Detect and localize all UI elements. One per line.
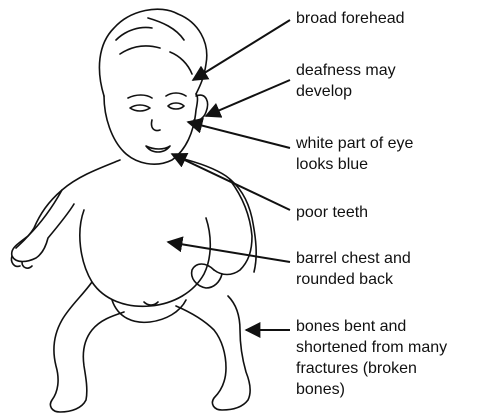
label-line: bones): [296, 379, 447, 400]
left-arm: [12, 190, 74, 262]
arrow-eye: [188, 122, 290, 148]
label-line: develop: [296, 81, 396, 102]
left-eye: [130, 105, 150, 111]
label-line: barrel chest and: [296, 248, 411, 269]
label-teeth: poor teeth: [296, 202, 368, 223]
label-line: rounded back: [296, 269, 411, 290]
label-forehead: broad forehead: [296, 8, 405, 29]
label-line: fractures (broken: [296, 358, 447, 379]
label-line: deafness may: [296, 60, 396, 81]
label-line: white part of eye: [296, 133, 413, 154]
label-bones: bones bent and shortened from many fract…: [296, 316, 447, 400]
arrow-deafness: [206, 80, 290, 116]
torso-outline: [16, 160, 120, 248]
label-line: poor teeth: [296, 202, 368, 223]
label-line: broad forehead: [296, 8, 405, 29]
arrow-teeth: [172, 154, 290, 210]
right-eye: [168, 103, 184, 109]
left-hand-fingers: [11, 256, 32, 268]
nose: [151, 120, 160, 131]
eyebrows: [128, 93, 186, 98]
label-eye: white part of eye looks blue: [296, 133, 413, 175]
right-arm: [214, 180, 252, 275]
label-chest: barrel chest and rounded back: [296, 248, 411, 290]
hair-strands: [116, 18, 192, 74]
label-line: looks blue: [296, 154, 413, 175]
barrel-chest: [80, 210, 210, 306]
mouth: [146, 146, 170, 152]
right-leg: [176, 296, 250, 410]
label-deafness: deafness may develop: [296, 60, 396, 102]
label-line: bones bent and: [296, 316, 447, 337]
arrow-chest: [168, 242, 290, 262]
navel: [144, 302, 158, 305]
hair: [99, 9, 206, 96]
label-line: shortened from many: [296, 337, 447, 358]
arrow-forehead: [193, 20, 290, 80]
